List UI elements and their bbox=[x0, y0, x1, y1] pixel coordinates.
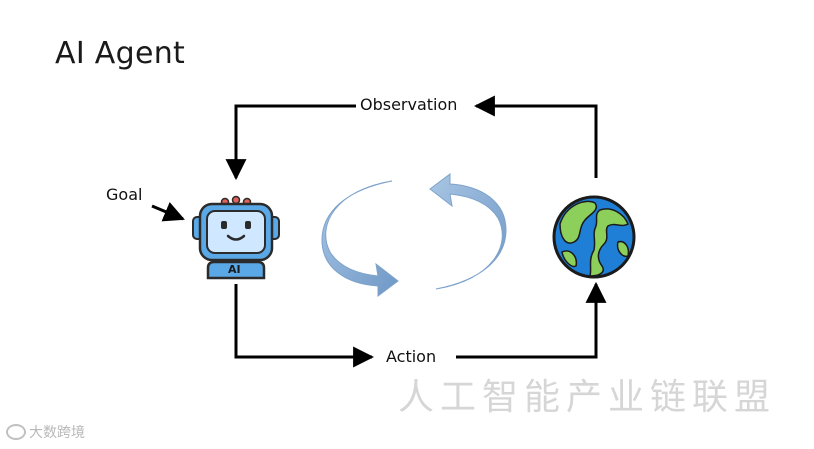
cycle-arrow-left bbox=[321, 180, 399, 297]
corner-watermark: 大数跨境 bbox=[6, 422, 85, 442]
robot-badge: AI bbox=[228, 263, 241, 276]
page-title: AI Agent bbox=[55, 36, 186, 71]
action-line-left bbox=[234, 284, 375, 368]
observation-label: Observation bbox=[360, 95, 458, 114]
earth-icon bbox=[552, 195, 636, 279]
action-line-right bbox=[456, 281, 607, 359]
goal-arrow bbox=[151, 202, 185, 222]
watermark-text: 人工智能产业链联盟 bbox=[398, 377, 777, 418]
observation-line-left bbox=[225, 104, 356, 181]
goal-label: Goal bbox=[106, 185, 143, 204]
brand-logo-icon bbox=[6, 424, 26, 440]
cycle-arrow-right bbox=[429, 173, 507, 290]
robot-icon bbox=[192, 195, 280, 280]
action-label: Action bbox=[386, 347, 437, 366]
observation-line-right bbox=[473, 95, 598, 178]
corner-watermark-text: 大数跨境 bbox=[29, 425, 85, 441]
